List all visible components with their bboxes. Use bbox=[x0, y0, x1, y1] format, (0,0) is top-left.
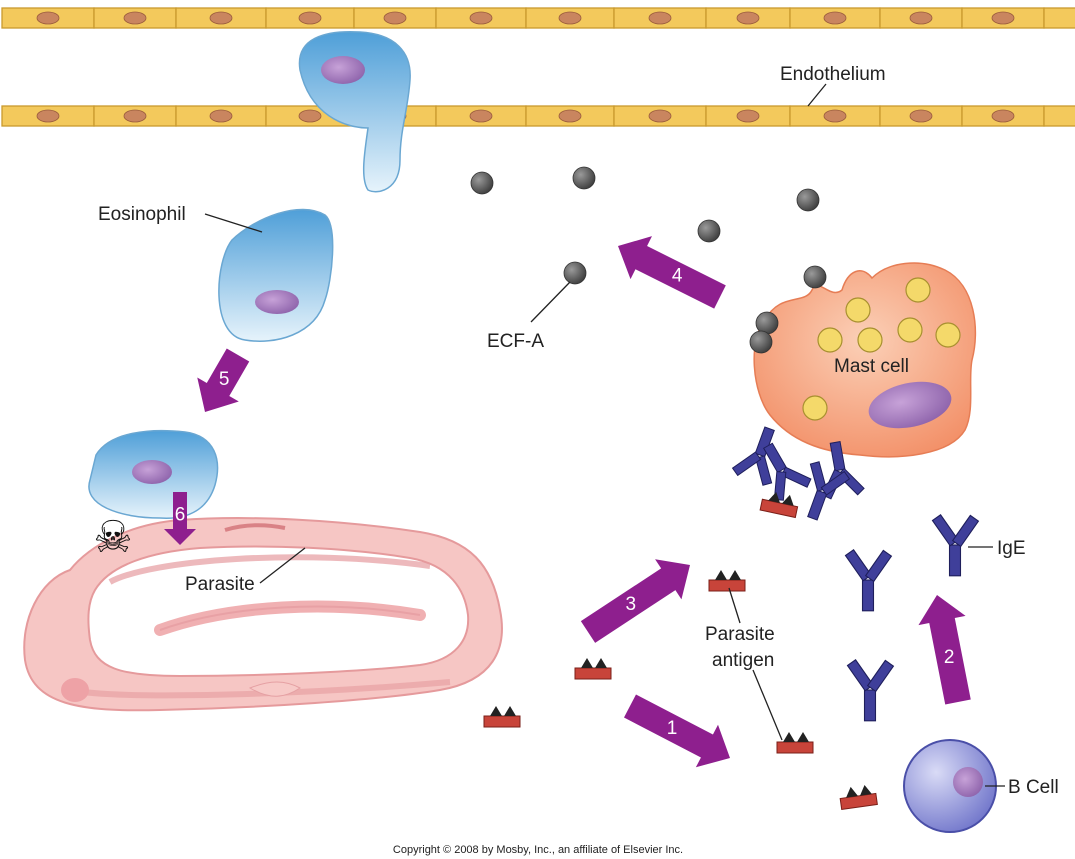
endothelial-cell bbox=[353, 7, 437, 29]
ecf-a-particle bbox=[755, 311, 779, 335]
ige-antibody bbox=[844, 549, 893, 612]
attacking-eosinophil bbox=[88, 429, 219, 519]
granule bbox=[857, 327, 883, 353]
step-number-2: 2 bbox=[944, 647, 955, 668]
parasite-antigen bbox=[574, 658, 612, 680]
parasite-worm bbox=[23, 517, 503, 712]
b-cell-label: B Cell bbox=[1008, 777, 1059, 798]
ecf-a-label: ECF-A bbox=[487, 331, 544, 352]
ecf-a-particle bbox=[749, 330, 773, 354]
ecf-a-particle bbox=[563, 261, 587, 285]
ecf-a-particle bbox=[470, 171, 494, 195]
ecf-a-particles bbox=[470, 166, 827, 354]
ecf-a-particle bbox=[572, 166, 596, 190]
parasite-antigen-label-line2: antigen bbox=[712, 650, 774, 671]
endothelial-cell bbox=[613, 105, 707, 127]
ige-antibody bbox=[731, 426, 775, 486]
endothelial-cell bbox=[93, 105, 177, 127]
free-ige bbox=[844, 514, 980, 722]
step-number-3: 3 bbox=[626, 594, 637, 615]
step-arrows: 1 2 3 4 5 6 bbox=[164, 236, 971, 768]
mast-cell-granules bbox=[802, 277, 961, 421]
copyright-notice: Copyright © 2008 by Mosby, Inc., an affi… bbox=[393, 844, 683, 856]
endothelial-cell bbox=[525, 105, 615, 127]
endothelium bbox=[1, 7, 1075, 127]
ecf-a-particle bbox=[697, 219, 721, 243]
endothelial-cell bbox=[1043, 105, 1075, 127]
endothelial-cell bbox=[1, 7, 95, 29]
granule bbox=[905, 277, 931, 303]
endothelial-cell bbox=[265, 7, 355, 29]
endothelial-cell bbox=[175, 7, 267, 29]
granule bbox=[897, 317, 923, 343]
ecf-a-particle bbox=[803, 265, 827, 289]
endothelial-cell bbox=[1043, 7, 1075, 29]
ige-antibody bbox=[846, 659, 895, 722]
leader-lines bbox=[204, 83, 1005, 787]
ige-label: IgE bbox=[997, 538, 1026, 559]
endothelial-cell bbox=[961, 7, 1045, 29]
mast-cell bbox=[753, 262, 977, 458]
endothelial-cell bbox=[789, 105, 881, 127]
endothelial-cell bbox=[435, 105, 527, 127]
endothelial-cell bbox=[1, 105, 95, 127]
parasite-antigen bbox=[776, 732, 814, 754]
granule bbox=[845, 297, 871, 323]
endothelial-cell bbox=[435, 7, 527, 29]
ige-antibody bbox=[931, 514, 980, 577]
step-arrow-4: 4 bbox=[618, 236, 726, 309]
endothelium-label: Endothelium bbox=[780, 64, 886, 85]
skull-icon: ☠ bbox=[93, 512, 132, 563]
parasite-label: Parasite bbox=[185, 574, 255, 595]
step-number-6: 6 bbox=[175, 504, 186, 525]
parasite-antigen bbox=[483, 706, 521, 728]
granule bbox=[817, 327, 843, 353]
endothelial-cell bbox=[175, 105, 267, 127]
parasite-antigen bbox=[839, 784, 878, 810]
step-number-1: 1 bbox=[667, 718, 678, 739]
endothelial-cell bbox=[879, 7, 963, 29]
step-arrow-2: 2 bbox=[918, 595, 971, 705]
endothelial-cell bbox=[879, 105, 963, 127]
ige-antibody bbox=[762, 442, 812, 501]
mast-cell-bound-ige bbox=[731, 426, 865, 521]
parasite-antigen bbox=[708, 570, 746, 592]
b-cell bbox=[903, 739, 997, 833]
step-arrow-6: 6 bbox=[164, 492, 196, 545]
eosinophil-label: Eosinophil bbox=[98, 204, 186, 225]
eosinophil bbox=[218, 208, 334, 342]
endothelial-cell bbox=[93, 7, 177, 29]
step-arrow-3: 3 bbox=[580, 559, 690, 643]
step-number-5: 5 bbox=[219, 369, 230, 390]
migrating-eosinophil bbox=[298, 30, 411, 193]
granule bbox=[935, 322, 961, 348]
parasite-antigen-label-line1: Parasite bbox=[705, 624, 775, 645]
endothelial-cell bbox=[789, 7, 881, 29]
endothelial-cell bbox=[525, 7, 615, 29]
endothelial-cell bbox=[961, 105, 1045, 127]
endothelial-cell bbox=[705, 105, 791, 127]
parasite-antigens bbox=[483, 570, 878, 810]
ige-antibody bbox=[807, 461, 851, 521]
endothelial-cell bbox=[705, 7, 791, 29]
step-arrow-1: 1 bbox=[624, 694, 730, 768]
mast-cell-label: Mast cell bbox=[834, 356, 909, 377]
ecf-a-particle bbox=[796, 188, 820, 212]
step-number-4: 4 bbox=[672, 266, 683, 287]
endothelial-cell bbox=[613, 7, 707, 29]
granule bbox=[802, 395, 828, 421]
parasite-antigen bbox=[759, 491, 799, 519]
step-arrow-5: 5 bbox=[197, 348, 250, 412]
